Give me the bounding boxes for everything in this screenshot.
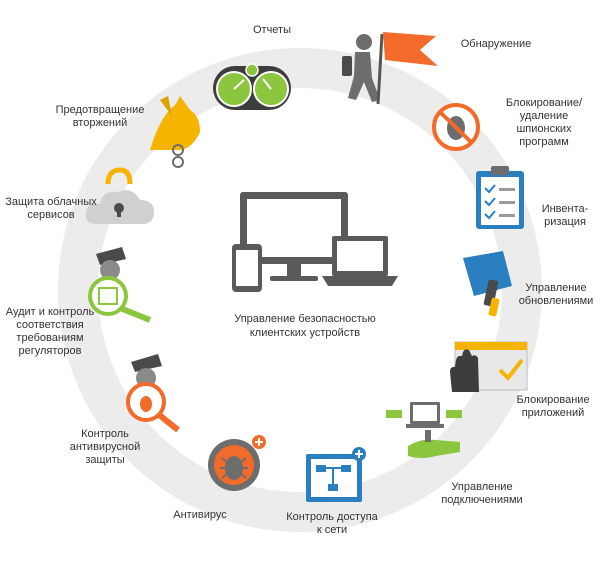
label-connections: Управление подключениями <box>441 481 523 506</box>
plug-icon <box>386 402 462 458</box>
label-spyware: Блокирование/ удаление шпионских програм… <box>505 97 583 148</box>
no-spyware-icon <box>432 103 480 151</box>
network-diagram-icon <box>306 447 366 502</box>
label-avcontrol: Контроль антивирусной защиты <box>69 428 141 466</box>
label-inventory: Инвента- ризация <box>541 203 589 228</box>
update-tool-icon <box>463 251 512 317</box>
label-antivirus: Антивирус <box>173 509 227 521</box>
bug-icon <box>208 435 266 491</box>
cloud-lock-icon <box>85 167 154 224</box>
hand-block-icon <box>450 341 528 392</box>
label-updates: Управление обновлениями <box>518 282 594 307</box>
label-ips: Предотвращение вторжений <box>55 104 145 129</box>
flag-climber-icon <box>342 32 438 105</box>
inspector-bug-icon <box>126 354 180 433</box>
gauge-icon <box>213 63 291 110</box>
ring <box>58 48 542 532</box>
label-appblock: Блокирование приложений <box>516 394 590 419</box>
checklist-icon <box>476 166 524 229</box>
label-nac: Контроль доступа к сети <box>286 511 378 536</box>
center-title: Управление безопасностью клиентских устр… <box>234 313 376 339</box>
label-detection: Обнаружение <box>460 38 532 50</box>
label-reports: Отчеты <box>252 24 292 36</box>
inspector-window-icon <box>88 247 152 323</box>
devices-icon <box>232 192 398 292</box>
label-audit: Аудит и контроль соответствия требования… <box>5 306 95 357</box>
label-cloud: Защита облачных сервисов <box>5 196 97 221</box>
guard-dog-icon <box>150 96 200 168</box>
